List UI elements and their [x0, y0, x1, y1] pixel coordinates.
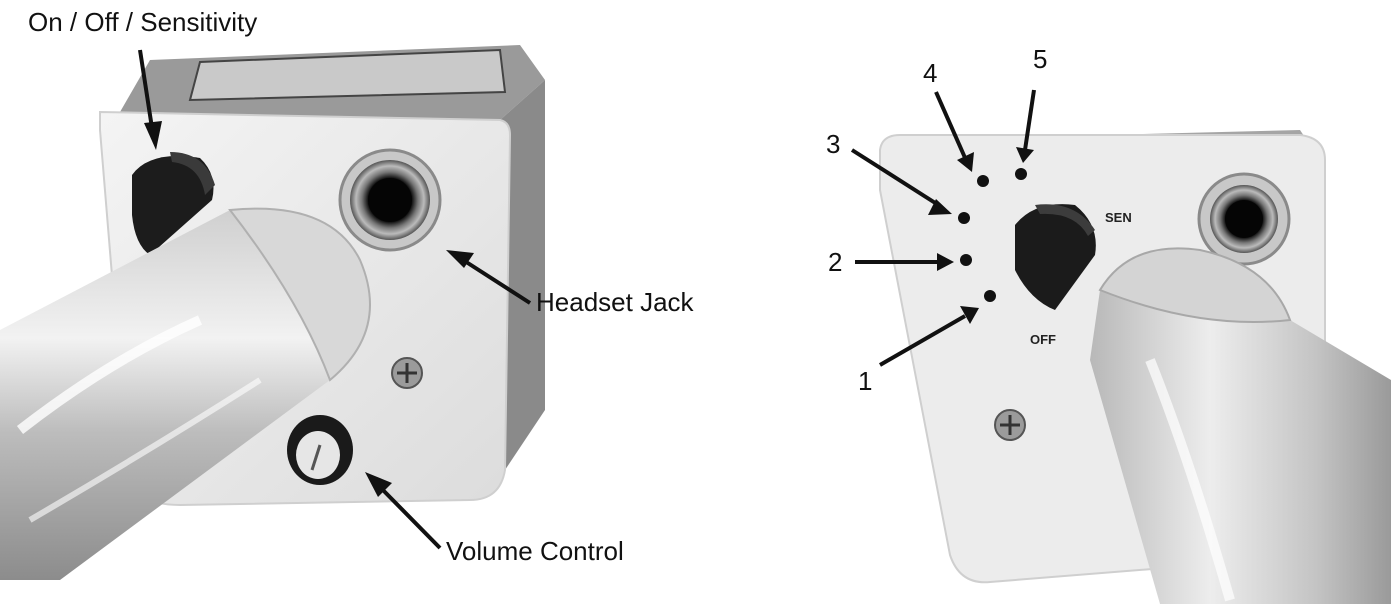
screw [391, 357, 423, 389]
panel-label-sen: SEN [1105, 210, 1132, 225]
label-position-4: 4 [923, 58, 937, 88]
label-on-off-sensitivity: On / Off / Sensitivity [28, 7, 257, 37]
sensitivity-knob [132, 152, 215, 255]
housing-side [500, 80, 545, 470]
handle-tube [0, 207, 371, 581]
position-dot-5 [1015, 168, 1027, 180]
top-label-sticker [188, 48, 507, 102]
label-volume-control: Volume Control [446, 536, 624, 566]
volume-knob [287, 415, 353, 485]
label-position-5: 5 [1033, 44, 1047, 74]
callout-position-1: 1 [858, 306, 979, 396]
position-dot-2 [960, 254, 972, 266]
arrow-headset-jack [446, 250, 532, 305]
headset-jack [338, 148, 442, 252]
callout-position-4: 4 [923, 58, 974, 172]
label-headset-jack: Headset Jack [536, 287, 695, 317]
headset-jack [1197, 172, 1291, 266]
callout-position-2: 2 [828, 247, 954, 277]
position-dot-3 [958, 212, 970, 224]
callout-position-3: 3 [826, 129, 952, 215]
position-dot-1 [984, 290, 996, 302]
screw [994, 409, 1026, 441]
arrow-volume-control [365, 472, 442, 550]
arrow-power-knob [138, 49, 162, 150]
label-position-2: 2 [828, 247, 842, 277]
sensitivity-selector-knob [1015, 204, 1096, 310]
callout-position-5: 5 [1016, 44, 1047, 163]
right-photo: SEN OFF 1 [826, 44, 1391, 604]
label-position-1: 1 [858, 366, 872, 396]
panel-label-off: OFF [1030, 332, 1056, 347]
label-position-3: 3 [826, 129, 840, 159]
left-photo: On / Off / Sensitivity Headset Jack Volu… [0, 7, 695, 581]
position-dot-4 [977, 175, 989, 187]
handle-tube [1090, 247, 1391, 604]
